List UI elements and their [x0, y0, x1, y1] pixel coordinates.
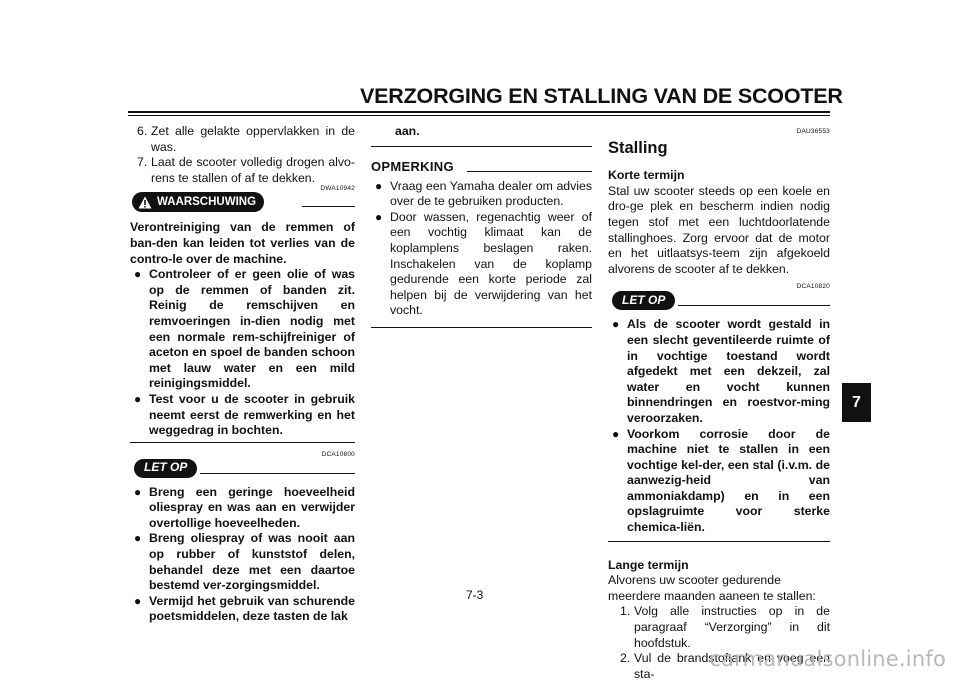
short-term-title: Korte termijn [608, 168, 685, 183]
bullet-icon: ● [612, 426, 620, 441]
note-end-rule [371, 326, 592, 328]
bullet-text: Controleer of er geen olie of was op de … [149, 267, 355, 391]
chapter-tab: 7 [842, 383, 871, 422]
bullet-icon: ● [134, 267, 142, 282]
note-label: OPMERKING [371, 158, 454, 174]
column-1: 6. Zet alle gelakte oppervlakken in de w… [130, 124, 355, 625]
bullet-text: Door wassen, regenachtig weer of een voc… [390, 209, 592, 318]
step-number: 2. [620, 651, 631, 666]
step-text: Vul de brandstoftank en voeg een sta- [634, 651, 830, 681]
column-2: aan. OPMERKING ● Vraag een Yamaha dealer… [371, 124, 592, 328]
header-rule [128, 111, 830, 113]
page-title: VERZORGING EN STALLING VAN DE SCOOTER [360, 84, 843, 108]
caution-continuation: aan. [395, 124, 420, 138]
bullet-icon: ● [134, 593, 142, 608]
caution-bullet: ● Breng een geringe hoeveelheid oliespra… [130, 485, 355, 532]
watermark: carmanualsonline.info [709, 647, 946, 671]
warning-header: WAARSCHUWING DWA10942 [130, 185, 355, 218]
step-7: 7. Laat de scooter volledig drogen alvo-… [130, 155, 355, 186]
bullet-text: Vermijd het gebruik van schurende poetsm… [149, 593, 355, 624]
long-term-title: Lange termijn [608, 557, 689, 572]
bullet-text: Voorkom corrosie door de machine niet te… [627, 426, 830, 535]
note-bullet: ● Vraag een Yamaha dealer om advies over… [371, 179, 592, 210]
long-term-step-1: 1. Volg alle instructies op in de paragr… [608, 604, 830, 651]
step-number: 6. [137, 124, 148, 138]
warning-bullet: ● Test voor u de scooter in gebruik neem… [130, 392, 355, 439]
warning-rule [302, 206, 355, 208]
step-6: 6. Zet alle gelakte oppervlakken in de w… [130, 124, 355, 155]
caution-rule [678, 305, 830, 307]
caution-bullet: ● Als de scooter wordt gestald in een sl… [608, 317, 830, 426]
step-text: Zet alle gelakte oppervlakken in de was. [151, 124, 355, 154]
note-header: OPMERKING [371, 159, 592, 177]
caution-badge: LET OP [612, 291, 676, 311]
warning-label: WAARSCHUWING [157, 195, 257, 208]
bullet-text: Als de scooter wordt gestald in een slec… [627, 317, 830, 425]
header-rule-thin [128, 115, 830, 116]
bullet-text: Breng een geringe hoeveelheid oliespray … [149, 484, 355, 530]
section-heading: Stalling [608, 138, 668, 157]
long-term-text: Alvorens uw scooter gedurende meerdere m… [608, 573, 816, 603]
warning-triangle-icon [138, 196, 152, 209]
page-number: 7-3 [466, 588, 484, 602]
warning-intro: Verontreiniging van de remmen of ban-den… [130, 220, 355, 266]
bullet-text: Test voor u de scooter in gebruik neemt … [149, 391, 355, 438]
step-text: Volg alle instructies op in de paragraaf… [634, 604, 830, 650]
bullet-icon: ● [134, 484, 142, 499]
caution-bullet: ● Vermijd het gebruik van schurende poet… [130, 594, 355, 625]
caution-header: DCA10800 LET OP [130, 451, 355, 481]
warning-badge: WAARSCHUWING [132, 192, 265, 213]
caution-code: DCA10800 [321, 450, 355, 458]
caution-end-rule [608, 540, 830, 542]
bullet-text: Breng oliespray of was nooit aan op rubb… [149, 531, 355, 593]
short-term-text: Stal uw scooter steeds op een koele en d… [608, 183, 830, 276]
note-rule [467, 170, 592, 172]
bullet-icon: ● [134, 531, 142, 546]
bullet-text: Vraag een Yamaha dealer om advies over d… [390, 178, 592, 209]
column-3: DAU36553 Stalling Korte termijn Stal uw … [608, 124, 830, 682]
bullet-icon: ● [375, 178, 383, 193]
bullet-icon: ● [612, 317, 620, 332]
warning-end-rule [130, 441, 355, 443]
caution-rule [200, 472, 355, 474]
caution-badge: LET OP [134, 458, 198, 478]
caution-header: DCA10820 LET OP [608, 283, 830, 311]
bullet-icon: ● [375, 209, 383, 224]
section-code: DAU36553 [796, 128, 830, 135]
caution-bullet: ● Voorkom corrosie door de machine niet … [608, 427, 830, 536]
warning-code: DWA10942 [320, 185, 355, 193]
caution-code: DCA10820 [796, 283, 830, 291]
warning-bullet: ● Controleer of er geen olie of was op d… [130, 267, 355, 392]
caution-bullet: ● Breng oliespray of was nooit aan op ru… [130, 531, 355, 593]
note-bullet: ● Door wassen, regenachtig weer of een v… [371, 210, 592, 319]
step-number: 1. [620, 604, 631, 619]
caution-end-rule [371, 145, 592, 147]
bullet-icon: ● [134, 391, 142, 406]
long-term-step-2: 2. Vul de brandstoftank en voeg een sta- [608, 651, 830, 682]
step-text: Laat de scooter volledig drogen alvo-ren… [151, 155, 355, 185]
step-number: 7. [137, 155, 148, 170]
